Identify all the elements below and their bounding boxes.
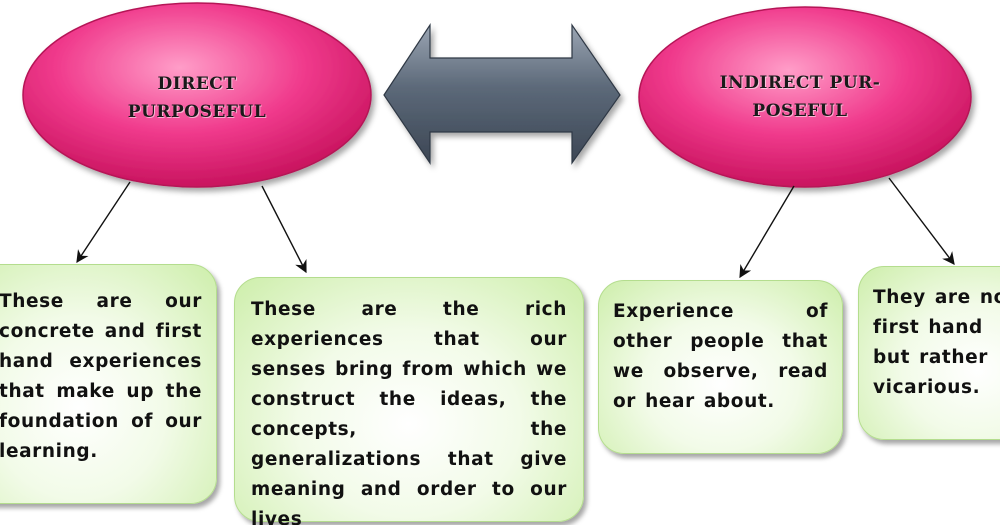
- connector-indirect-left: [739, 185, 795, 279]
- direct-right-text: These are the rich experiences that our …: [251, 299, 567, 525]
- connector-direct-left: [76, 181, 131, 264]
- indirect-left-box: Experience of other people that we obser…: [598, 280, 843, 454]
- direct-left-text: These are our concrete and first hand ex…: [0, 291, 202, 462]
- direct-left-box: These are our concrete and first hand ex…: [0, 264, 217, 504]
- double-arrow-icon: [383, 22, 621, 165]
- direct-label-line2: PURPOSEFUL: [127, 102, 267, 122]
- indirect-right-text: They are not first hand but rather vicar…: [873, 287, 1000, 398]
- indirect-purposeful-label: INDIRECT PUR- POSEFUL: [700, 69, 900, 125]
- direct-purposeful-label: DIRECT PURPOSEFUL: [97, 70, 297, 126]
- direct-right-box: These are the rich experiences that our …: [234, 277, 584, 525]
- indirect-right-box: They are not first hand but rather vicar…: [858, 266, 1000, 440]
- indirect-label-line1: INDIRECT PUR-: [719, 73, 881, 93]
- direct-purposeful-ellipse: [22, 2, 372, 188]
- indirect-left-text: Experience of other people that we obser…: [613, 301, 828, 412]
- connector-indirect-right: [888, 177, 955, 266]
- connector-direct-right: [261, 185, 307, 274]
- indirect-purposeful-ellipse: [638, 6, 972, 188]
- direct-label-line1: DIRECT: [157, 74, 237, 94]
- indirect-label-line2: POSEFUL: [752, 101, 848, 121]
